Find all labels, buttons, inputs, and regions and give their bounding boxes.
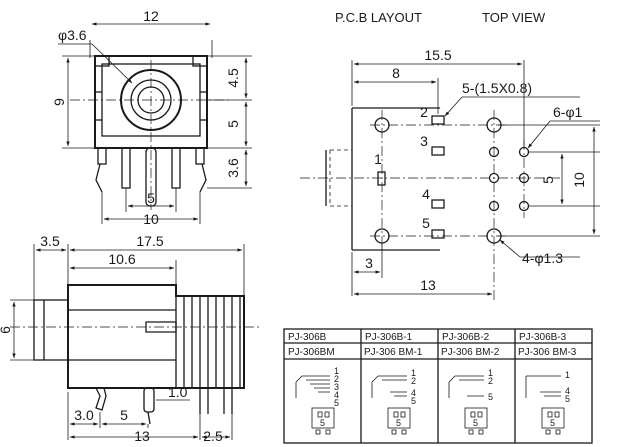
front-view: 12 φ3.6 9 (51, 8, 252, 227)
dim-a: 3.0 (74, 407, 94, 423)
table-header-1: PJ-306B (288, 332, 327, 343)
dim-pin-gap: 5 (147, 190, 155, 206)
svg-text:1: 1 (334, 366, 339, 376)
schematic-pj-306b-2: 1 2 5 5 (448, 368, 493, 435)
dim-pin-length: 3.6 (225, 158, 241, 178)
table-header-3: PJ-306B-2 (442, 332, 490, 343)
dim-height: 9 (51, 98, 67, 106)
top-view-title: TOP VIEW (482, 10, 546, 25)
jack-barrel (33, 299, 69, 361)
schematic-pj-306b-3: 1 4 5 5 (525, 370, 570, 435)
pin-label-1: 1 (374, 151, 382, 167)
dim-width-left: 8 (392, 65, 400, 81)
slot-note: 5-(1.5X0.8) (462, 80, 532, 96)
dim-diameter: 6 (0, 326, 13, 334)
dim-width-total: 15.5 (424, 47, 451, 63)
table-subheader-4: PJ-306 BM-3 (518, 347, 577, 358)
pin-label-5: 5 (422, 215, 430, 231)
dim-c: 13 (134, 428, 150, 444)
table-header-2: PJ-306B-1 (365, 332, 413, 343)
dim-hole-dia: φ3.6 (58, 27, 87, 43)
pin-label-4: 4 (422, 186, 430, 202)
dim-edge: 3 (365, 255, 373, 271)
svg-text:5: 5 (565, 394, 570, 404)
dim-width: 12 (143, 8, 159, 24)
dim-pitch-large: 10 (571, 172, 587, 188)
svg-text:2: 2 (488, 376, 493, 386)
svg-text:5: 5 (334, 398, 339, 408)
model-table: PJ-306B PJ-306B-1 PJ-306B-2 PJ-306B-3 PJ… (283, 328, 593, 444)
svg-text:5: 5 (488, 392, 493, 402)
dim-length: 13 (420, 277, 436, 293)
dim-upper: 4.5 (225, 68, 241, 88)
dim-pin-span: 10 (143, 211, 159, 227)
table-subheader-3: PJ-306 BM-2 (441, 347, 500, 358)
svg-text:2: 2 (411, 376, 416, 386)
dim-body: 10.6 (108, 251, 135, 267)
svg-text:1: 1 (488, 368, 493, 378)
slot-2 (431, 115, 445, 125)
dim-lower: 5 (225, 120, 241, 128)
pin-label-2: 2 (420, 104, 428, 120)
dim-overall-length: 17.5 (136, 233, 163, 249)
table-header-4: PJ-306B-3 (519, 332, 567, 343)
dim-pitch-small: 5 (540, 176, 556, 184)
svg-text:5: 5 (550, 418, 555, 428)
pcb-layout-title: P.C.B LAYOUT (335, 10, 422, 25)
mount-note: 4-φ1.3 (522, 250, 563, 266)
pin-label-3: 3 (420, 133, 428, 149)
slot-4 (431, 199, 445, 209)
svg-text:5: 5 (411, 396, 416, 406)
table-subheader-2: PJ-306 BM-1 (364, 347, 423, 358)
svg-text:3: 3 (334, 382, 339, 392)
hole-note: 6-φ1 (553, 104, 583, 120)
dim-offset: 3.5 (40, 233, 60, 249)
svg-text:4: 4 (411, 388, 416, 398)
svg-text:2: 2 (334, 374, 339, 384)
svg-text:1: 1 (411, 368, 416, 378)
table-subheader-1: PJ-306BM (288, 347, 335, 358)
slot-1 (377, 171, 386, 186)
schematic-pj-306b-1: 1 2 4 5 5 (371, 368, 416, 435)
side-view: 3.5 17.5 10.6 6 1.0 (0, 233, 260, 444)
svg-text:4: 4 (565, 386, 570, 396)
dim-b: 5 (120, 407, 128, 423)
dim-pin-width: 1.0 (168, 384, 188, 400)
svg-text:1: 1 (565, 370, 570, 380)
svg-text:5: 5 (473, 418, 478, 428)
schematic-pj-306b: 1 2 3 4 5 5 (295, 366, 339, 435)
pcb-layout: P.C.B LAYOUT TOP VIEW 2 3 1 4 5 (300, 10, 600, 300)
dim-d: 2.5 (203, 428, 223, 444)
svg-text:4: 4 (334, 390, 339, 400)
slot-5 (431, 229, 445, 239)
slot-3 (431, 146, 445, 156)
svg-text:5: 5 (396, 418, 401, 428)
svg-text:5: 5 (320, 418, 325, 428)
